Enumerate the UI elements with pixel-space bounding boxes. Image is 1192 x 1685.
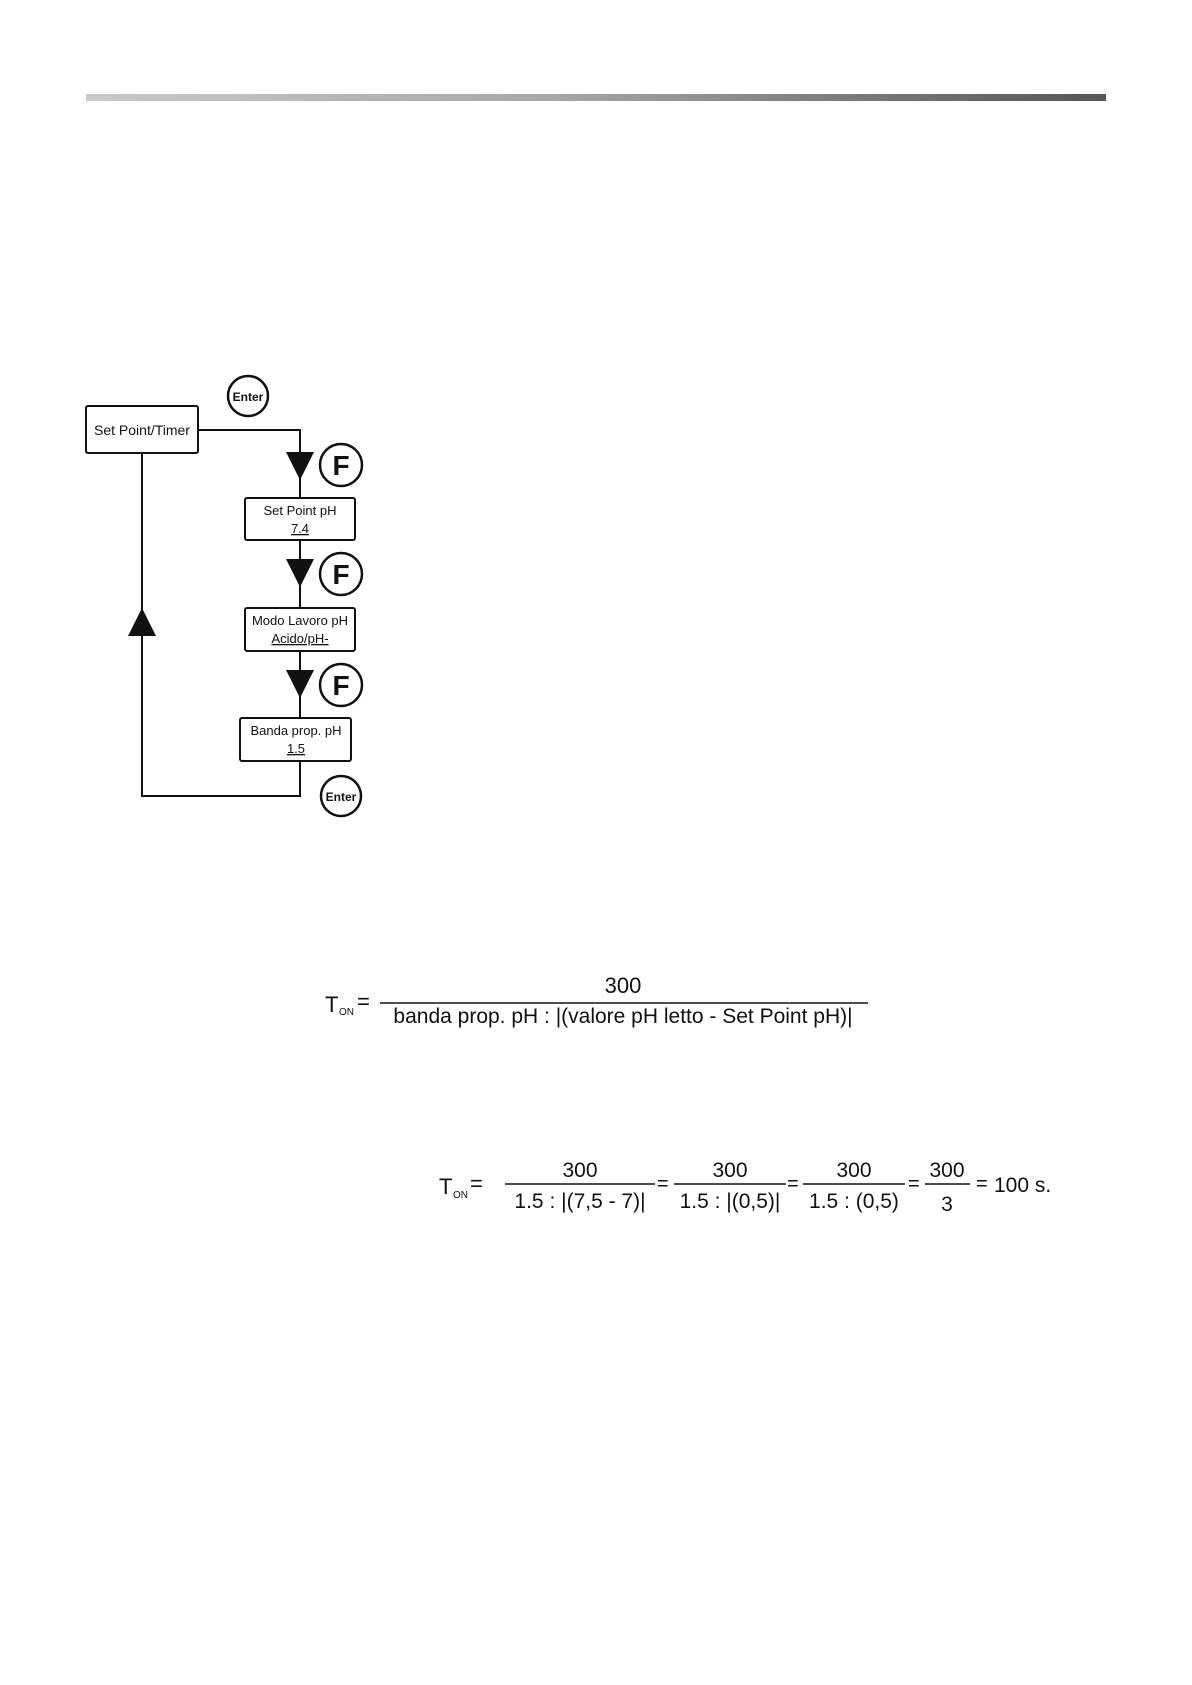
enter-label-top: Enter [233, 390, 264, 404]
box-modo-title: Modo Lavoro pH [252, 613, 348, 628]
example-eq-1: = [657, 1173, 669, 1195]
formula-denominator: banda prop. pH : |(valore pH letto - Set… [393, 1005, 852, 1028]
down-arrow-1 [286, 452, 314, 480]
box-modo-value: Acido/pH- [271, 631, 328, 646]
up-arrow [128, 608, 156, 636]
formula-numerator: 300 [605, 973, 642, 998]
box-setpoint-value: 7.4 [291, 521, 309, 536]
formula-eq: = [357, 989, 370, 1014]
fraction-1-num: 300 [562, 1159, 597, 1182]
example-eq-3: = [908, 1173, 920, 1195]
box-setpoint-title: Set Point pH [264, 503, 337, 518]
example-result: 100 s. [994, 1174, 1051, 1197]
enter-label-bottom: Enter [326, 790, 357, 804]
formula-t: T [325, 992, 338, 1017]
formula-sub: ON [339, 1007, 354, 1018]
fraction-3-den: 1.5 : (0,5) [809, 1190, 899, 1213]
fraction-3-num: 300 [836, 1159, 871, 1182]
f-label-3: F [332, 670, 349, 701]
f-label-2: F [332, 559, 349, 590]
connector-start-to-down [198, 430, 300, 470]
box-banda-title: Banda prop. pH [250, 723, 341, 738]
box-banda-value: 1.5 [287, 741, 305, 756]
fraction-2-den: 1.5 : |(0,5)| [680, 1190, 781, 1213]
f-label-1: F [332, 450, 349, 481]
example-calculation: T ON = 300 1.5 : |(7,5 - 7)| = 300 1.5 :… [439, 1159, 1051, 1216]
fraction-4-num: 300 [929, 1159, 964, 1182]
example-eq: = [470, 1171, 483, 1196]
fraction-1-den: 1.5 : |(7,5 - 7)| [514, 1190, 645, 1213]
box-start-label: Set Point/Timer [94, 422, 190, 438]
formula: T ON = 300 banda prop. pH : |(valore pH … [325, 973, 868, 1028]
example-eq-2: = [787, 1173, 799, 1195]
example-sub: ON [453, 1190, 468, 1201]
down-arrow-2 [286, 559, 314, 587]
down-arrow-3 [286, 670, 314, 698]
fraction-4-den: 3 [941, 1193, 953, 1216]
example-eq-4: = [976, 1173, 988, 1195]
fraction-2-num: 300 [712, 1159, 747, 1182]
example-t: T [439, 1174, 452, 1199]
